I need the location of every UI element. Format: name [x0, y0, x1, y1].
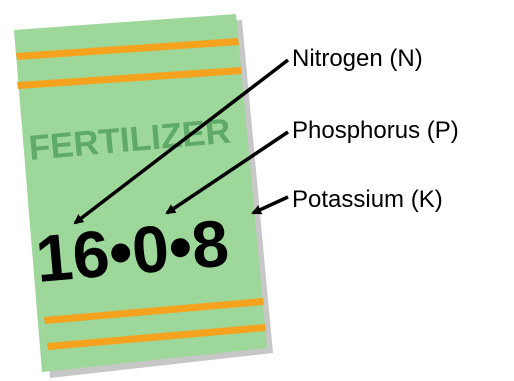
arrow-potassium	[251, 195, 289, 215]
bag-stripe-bottom-2	[47, 324, 266, 350]
arrow-nitrogen	[73, 58, 290, 225]
bag-stripe-top-1	[16, 38, 239, 60]
arrow-phosphorus	[165, 130, 289, 215]
npk-ratio: 16•0•8	[33, 205, 232, 296]
label-potassium: Potassium (K)	[292, 186, 443, 213]
fertilizer-bag	[14, 14, 267, 372]
bag-stripe-top-2	[17, 67, 242, 89]
label-nitrogen: Nitrogen (N)	[292, 45, 423, 72]
bag-stripe-bottom-1	[44, 298, 264, 324]
label-phosphorus: Phosphorus (P)	[292, 117, 459, 144]
